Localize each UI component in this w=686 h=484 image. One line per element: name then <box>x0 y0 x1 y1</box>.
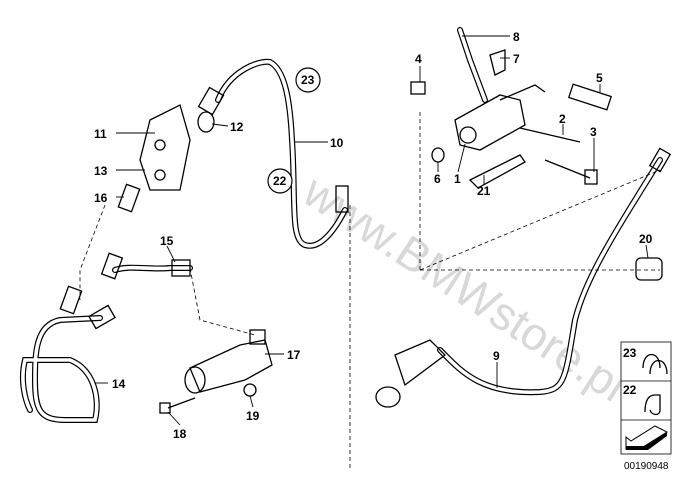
callout-8[interactable]: 8 <box>513 30 520 44</box>
single-clip-icon <box>644 394 661 416</box>
callout-circle-22 <box>267 168 293 194</box>
callout-7[interactable]: 7 <box>513 52 520 66</box>
clip-legend-box: 23 22 <box>620 341 672 455</box>
pipe-9[interactable] <box>437 147 672 396</box>
legend-item-22: 22 <box>623 383 637 397</box>
callout-22[interactable]: 22 <box>273 174 287 188</box>
callout-14[interactable]: 14 <box>112 377 126 391</box>
bracket-11[interactable] <box>139 104 191 191</box>
slave-cylinder-17[interactable] <box>184 329 273 394</box>
callout-21[interactable]: 21 <box>477 184 491 198</box>
leader-lines <box>95 35 649 426</box>
hose-8[interactable] <box>457 27 488 103</box>
callout-9[interactable]: 9 <box>493 349 500 363</box>
clip-20[interactable] <box>635 257 663 281</box>
diagram-number: 00190948 <box>624 461 669 472</box>
hose-10[interactable] <box>197 58 349 249</box>
nut-4[interactable] <box>410 81 426 95</box>
callout-1[interactable]: 1 <box>454 172 461 186</box>
callout-19[interactable]: 19 <box>246 409 260 423</box>
callout-2[interactable]: 2 <box>559 112 566 126</box>
grommet-12[interactable] <box>197 111 215 133</box>
callout-11[interactable]: 11 <box>94 127 107 141</box>
double-clip-icon <box>642 353 668 375</box>
callout-20[interactable]: 20 <box>639 232 653 246</box>
callout-17[interactable]: 17 <box>287 348 301 362</box>
callout-labels: 8 23 4 7 5 11 12 10 13 2 3 16 22 6 1 21 … <box>94 30 653 441</box>
callout-15[interactable]: 15 <box>160 234 174 248</box>
bolt-2[interactable] <box>519 127 581 143</box>
callout-23[interactable]: 23 <box>301 73 315 87</box>
callout-10[interactable]: 10 <box>330 136 344 150</box>
callout-16[interactable]: 16 <box>94 191 108 205</box>
callout-6[interactable]: 6 <box>434 172 441 186</box>
nut-19[interactable] <box>243 383 257 397</box>
callout-12[interactable]: 12 <box>230 120 244 134</box>
hose-end-9[interactable] <box>375 339 446 408</box>
line-15[interactable] <box>100 252 193 280</box>
sleeve-5[interactable] <box>567 83 613 111</box>
callout-5[interactable]: 5 <box>596 71 603 85</box>
callout-18[interactable]: 18 <box>173 427 187 441</box>
callout-circle-23 <box>295 67 321 93</box>
line-14[interactable] <box>19 285 116 423</box>
bolt-18[interactable] <box>159 397 196 414</box>
callout-13[interactable]: 13 <box>94 164 108 178</box>
callout-3[interactable]: 3 <box>590 125 597 139</box>
cap-7[interactable] <box>489 49 506 76</box>
master-cylinder-1[interactable] <box>454 84 546 151</box>
legend-item-23: 23 <box>623 346 637 360</box>
seal-6[interactable] <box>431 147 445 163</box>
bolt-3[interactable] <box>544 159 598 185</box>
callout-4[interactable]: 4 <box>415 52 422 66</box>
fitting-16[interactable] <box>117 183 141 213</box>
plate-21[interactable] <box>468 154 526 189</box>
